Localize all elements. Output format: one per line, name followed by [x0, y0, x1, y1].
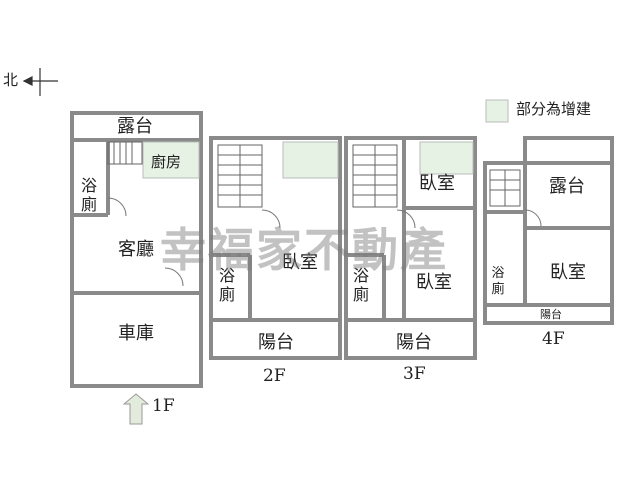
wall-4f-terrace	[523, 136, 614, 230]
room-3f-balcony: 陽台	[396, 332, 432, 353]
room-4f-balcony: 陽台	[540, 308, 562, 321]
compass-label: 北	[3, 71, 19, 89]
room-2f-balcony: 陽台	[258, 332, 294, 353]
room-2f-bedroom: 臥室	[282, 252, 318, 273]
room-3f-bedroom: 臥室	[416, 272, 452, 293]
floor-label-2f: 2F	[263, 366, 286, 386]
addition-3f	[419, 141, 474, 175]
entrance-arrow-icon	[122, 393, 150, 425]
room-1f-living: 客廳	[118, 239, 154, 260]
walls	[70, 111, 614, 388]
doors	[107, 197, 542, 287]
wall-4f	[483, 161, 614, 325]
room-1f-balcony: 露台	[117, 116, 153, 137]
room-4f-bedroom: 臥室	[550, 262, 586, 283]
room-3f-bath: 浴廁	[352, 266, 369, 304]
room-1f-kitchen: 廚房	[151, 153, 182, 171]
room-4f-bath: 浴廁	[491, 266, 505, 297]
wall-1f	[70, 111, 203, 388]
room-4f-terrace: 露台	[549, 176, 585, 197]
wall-3f	[344, 136, 477, 360]
room-1f-garage: 車庫	[118, 323, 154, 344]
room-2f-bath: 浴廁	[218, 266, 235, 304]
room-1f-bath: 浴廁	[80, 176, 97, 214]
watermark: 幸福家不動產	[160, 223, 448, 277]
floor-label-3f: 3F	[403, 364, 426, 384]
wall-2f	[209, 136, 342, 360]
floor-label-1f: 1F	[152, 396, 175, 416]
legend-swatch	[485, 99, 509, 123]
stairs	[107, 141, 521, 208]
legend-label: 部分為增建	[516, 100, 592, 118]
floor-label-4f: 4F	[542, 329, 565, 349]
addition-2f	[282, 141, 339, 179]
room-3f-bedroom-top: 臥室	[419, 173, 455, 194]
addition-1f-kitchen	[142, 141, 200, 179]
compass-arrow	[22, 68, 58, 96]
